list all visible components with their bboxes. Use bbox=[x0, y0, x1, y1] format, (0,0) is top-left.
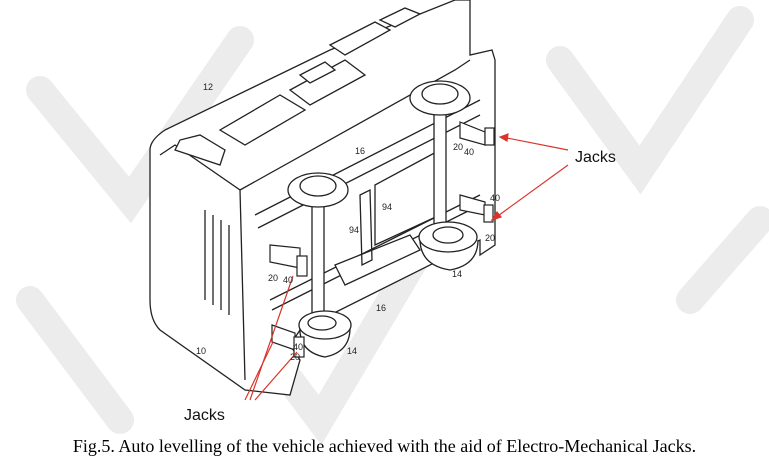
label-40-rl: 40 bbox=[293, 342, 303, 352]
label-40-br: 40 bbox=[490, 193, 500, 203]
label-40-tr: 40 bbox=[464, 147, 474, 157]
label-20-rl: 20 bbox=[290, 352, 300, 362]
label-20-tr: 20 bbox=[453, 142, 463, 152]
jacks bbox=[269, 121, 495, 358]
jacks-callout-bottom: Jacks bbox=[184, 407, 225, 424]
label-14-right: 14 bbox=[452, 269, 462, 279]
figure-caption: Fig.5. Auto levelling of the vehicle ach… bbox=[72, 436, 697, 456]
wheels-and-axles bbox=[287, 80, 479, 358]
label-10: 10 bbox=[196, 346, 206, 356]
label-14-left: 14 bbox=[347, 346, 357, 356]
jack-arrows bbox=[244, 133, 569, 401]
label-94-a: 94 bbox=[382, 202, 392, 212]
label-20-fl: 20 bbox=[268, 273, 278, 283]
label-94-b: 94 bbox=[349, 225, 359, 235]
label-40-fl: 40 bbox=[283, 275, 293, 285]
reference-numerals: 12 16 94 94 20 40 20 40 20 40 20 40 14 1… bbox=[184, 82, 616, 424]
label-16-bottom: 16 bbox=[376, 303, 386, 313]
jacks-callout-right: Jacks bbox=[575, 149, 616, 166]
label-16-top: 16 bbox=[355, 146, 365, 156]
label-12: 12 bbox=[203, 82, 213, 92]
label-20-br: 20 bbox=[485, 233, 495, 243]
